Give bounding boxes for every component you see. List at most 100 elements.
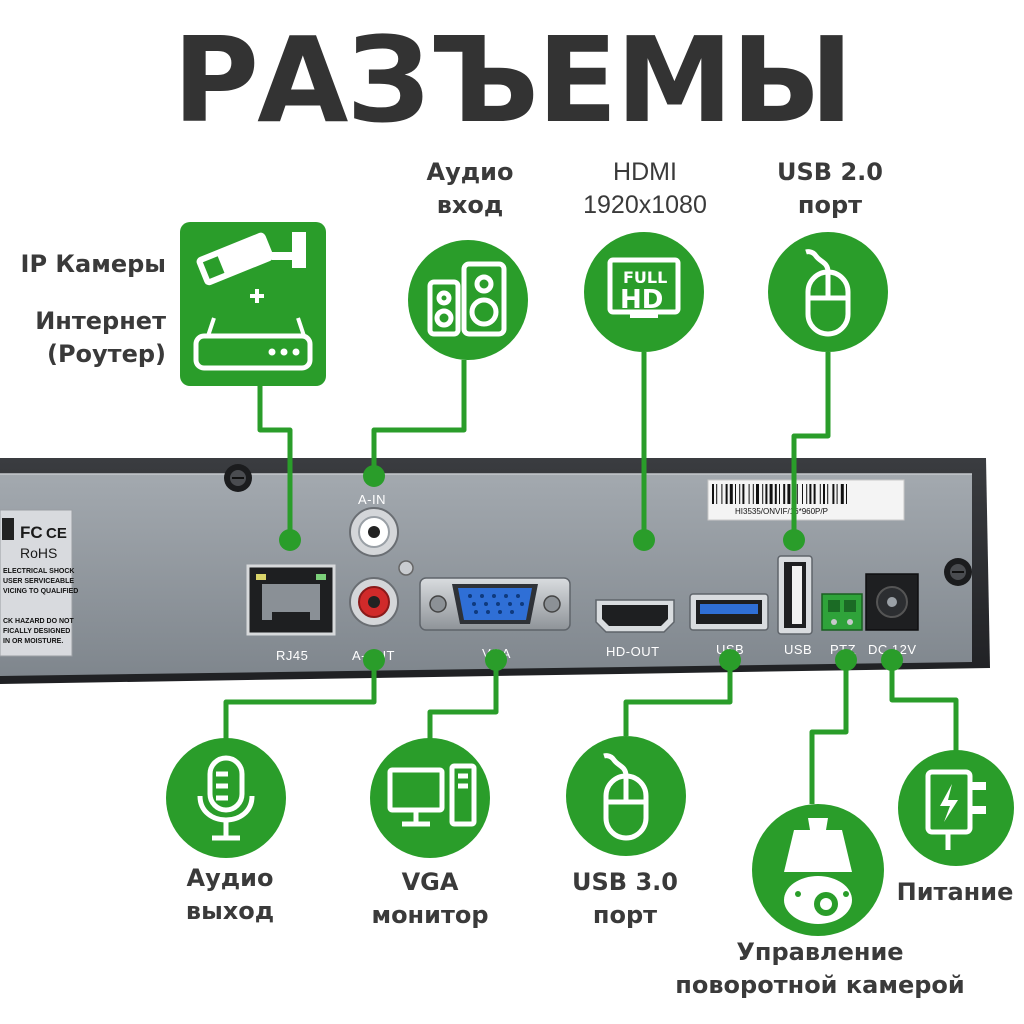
barcode-bar: [809, 484, 812, 504]
audio-in-jack: [349, 507, 399, 557]
barcode-bar: [813, 484, 816, 504]
line-power: [889, 660, 959, 752]
ptz-terminal: [821, 593, 863, 631]
callout-ptz: [752, 804, 884, 936]
barcode-bar: [769, 484, 773, 504]
page-title: РАЗЪЕМЫ: [172, 11, 854, 149]
callout-usb2: [768, 232, 888, 352]
barcode-bar: [762, 484, 764, 504]
camera-plus-router-icon: [193, 232, 313, 371]
panel-label-hd-out: HD-OUT: [606, 644, 660, 659]
barcode-bar: [796, 484, 798, 504]
callout-power: [898, 750, 1014, 866]
label-usb2-line2: порт: [797, 191, 863, 219]
line-usb3: [623, 660, 733, 736]
barcode-bar: [748, 484, 750, 504]
barcode-bar: [756, 484, 759, 504]
label-ptz-line2: поворотной камерой: [675, 971, 965, 999]
line-audio-in: [371, 360, 467, 476]
barcode-bar: [721, 484, 723, 504]
barcode-bar: [846, 484, 847, 504]
warning-line: FICALLY DESIGNED: [3, 628, 70, 635]
barcode-bar: [787, 484, 791, 504]
mouse-icon: [805, 249, 851, 337]
warning-line: CK HAZARD DO NOT: [3, 618, 74, 625]
connector-dots: [279, 465, 903, 671]
barcode-bar: [836, 484, 838, 504]
barcode-bar: [739, 484, 741, 504]
barcode-sticker: HI3535/ONVIF/16*960P/P: [707, 479, 905, 521]
full-hd-badge-line1: FULL: [623, 268, 667, 287]
barcode-bar: [823, 484, 825, 504]
rj45-port: [246, 564, 336, 636]
vga-port: [419, 577, 571, 631]
barcode-bar: [840, 484, 844, 504]
barcode-bar: [802, 484, 803, 504]
warning-line: ELECTRICAL SHOCK: [3, 568, 74, 575]
label-internet-line1: Интернет: [35, 307, 166, 335]
barcode-bar: [832, 484, 835, 504]
label-hdmi: HDMI 1920x1080: [560, 156, 730, 222]
power-plug-icon: [925, 769, 986, 850]
callout-usb3: [566, 736, 686, 856]
label-audio-in-line2: вход: [436, 191, 504, 219]
line-rj45: [257, 384, 293, 540]
vga-pins: [468, 594, 524, 614]
model-string: HI3535/ONVIF/16*960P/P: [735, 507, 828, 516]
callout-audio-out: [166, 738, 286, 858]
panel-label-a-in: A-IN: [358, 492, 386, 507]
full-hd-badge-line2: HD: [620, 285, 663, 315]
certification-sticker: FC CE RoHS ELECTRICAL SHOCK USER SERVICE…: [0, 509, 78, 657]
speakers-icon: [427, 261, 507, 337]
label-ip-cameras-line1: IP Камеры: [20, 250, 166, 278]
usb3-port: [689, 593, 769, 631]
label-usb2-line1: USB 2.0: [777, 158, 883, 186]
line-ptz: [809, 660, 849, 804]
mouse-icon: [603, 753, 649, 841]
ce-mark: CE: [46, 525, 67, 542]
microphone-icon: [197, 755, 255, 841]
label-audio-out-line2: выход: [185, 897, 275, 925]
nvr-device: FC CE RoHS ELECTRICAL SHOCK USER SERVICE…: [0, 458, 990, 684]
barcode-bar: [779, 484, 780, 504]
panel-label-rj45: RJ45: [276, 648, 308, 663]
warning-line: IN OR MOISTURE.: [3, 638, 63, 645]
label-usb3-line1: USB 3.0: [572, 868, 678, 896]
label-usb3: USB 3.0 порт: [555, 866, 695, 932]
callout-hdmi: FULL HD: [584, 232, 704, 352]
label-vga-line2: монитор: [371, 901, 489, 929]
screw-right: [944, 558, 972, 586]
label-ip-cameras: IP Камеры: [20, 248, 166, 281]
audio-out-jack: [349, 577, 399, 627]
full-hd-icon: FULL HD: [607, 257, 681, 318]
barcode-bar: [742, 484, 745, 504]
warning-line: VICING TO QUALIFIED: [3, 588, 78, 595]
label-ptz-line1: Управление: [736, 938, 904, 966]
label-vga: VGA монитор: [355, 866, 505, 932]
ground-screw: [398, 560, 414, 576]
label-internet: Интернет (Роутер): [20, 305, 166, 371]
callout-ip-cameras: [180, 222, 326, 386]
barcode-bar: [725, 484, 728, 504]
warning-line: USER SERVICEABLE: [3, 578, 74, 585]
line-usb2: [791, 352, 831, 540]
line-vga: [427, 660, 499, 742]
usb2-port: [777, 555, 813, 635]
connector-lines: [223, 352, 959, 804]
label-audio-in-line1: Аудио: [426, 158, 514, 186]
warning-text: ELECTRICAL SHOCK USER SERVICEABLE VICING…: [3, 568, 78, 645]
label-audio-in: Аудио вход: [400, 156, 540, 222]
panel-label-usb2: USB: [784, 642, 812, 657]
barcode-bar: [827, 484, 829, 504]
rohs-mark: RoHS: [20, 545, 57, 561]
barcode-bar: [735, 484, 736, 504]
barcode-bar: [783, 484, 786, 504]
ptz-dome-camera-icon: [784, 818, 852, 924]
label-ptz: Управление поворотной камерой: [660, 936, 980, 1002]
label-hdmi-line2: 1920x1080: [583, 191, 707, 219]
barcode-bar: [752, 484, 754, 504]
label-internet-line2: (Роутер): [46, 340, 166, 368]
label-audio-out-line1: Аудио: [186, 864, 274, 892]
